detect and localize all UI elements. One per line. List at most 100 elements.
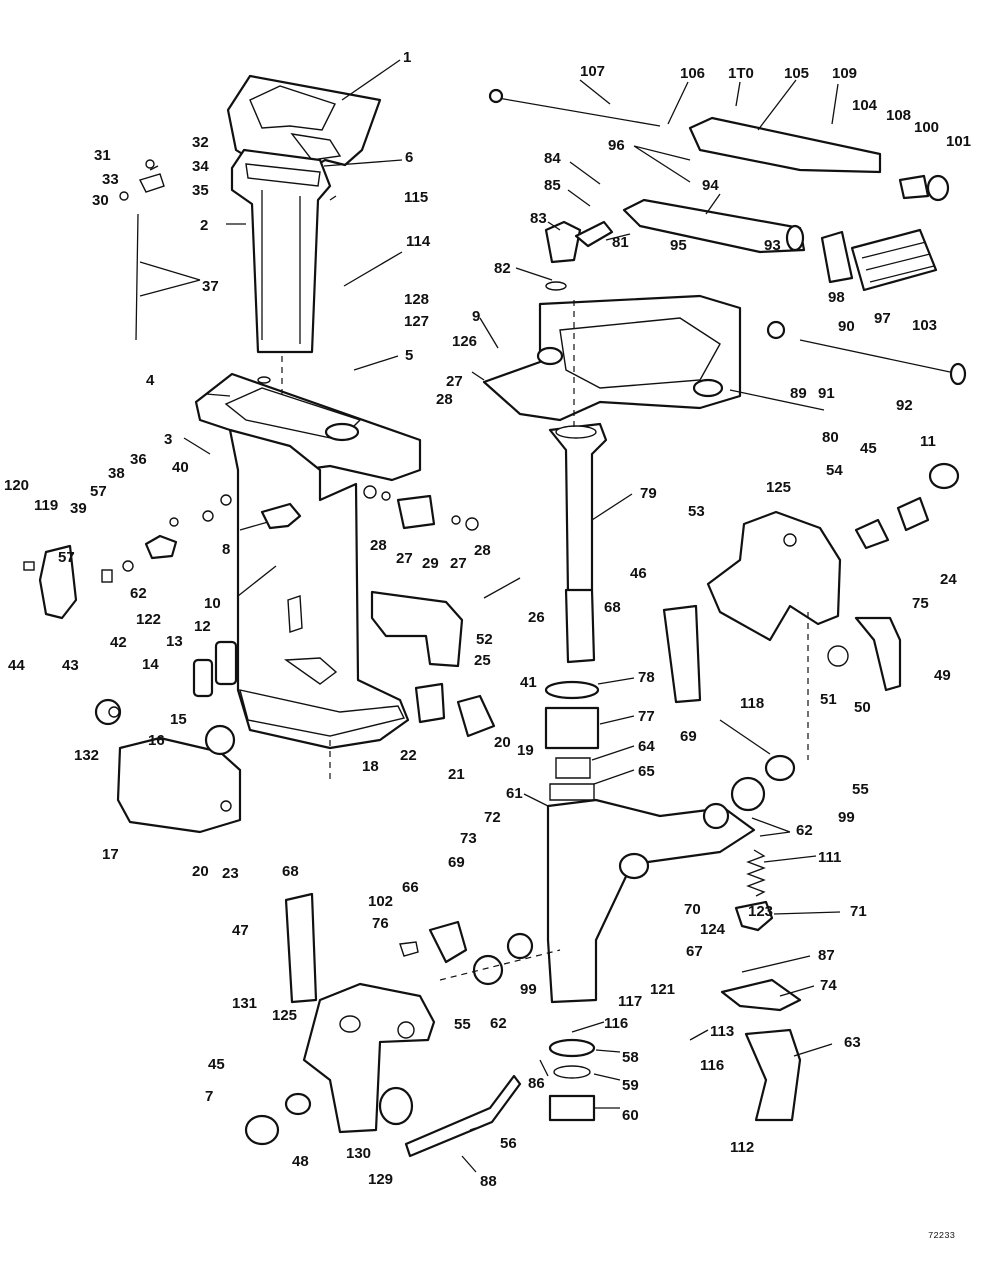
callout-62b: 62	[796, 822, 813, 839]
callout-8: 8	[222, 541, 230, 558]
callout-19: 19	[517, 742, 534, 759]
callout-32: 32	[192, 134, 209, 151]
callout-41: 41	[520, 674, 537, 691]
grip-end-cap	[898, 174, 950, 202]
callout-92: 92	[896, 397, 913, 414]
callout-99b: 99	[520, 981, 537, 998]
disc-130	[378, 1086, 414, 1126]
callout-5: 5	[405, 347, 413, 364]
callout-68a: 68	[604, 599, 621, 616]
callout-36: 36	[130, 451, 147, 468]
exhaust-tube	[230, 148, 332, 354]
thumb-screw-54	[854, 462, 960, 550]
callout-107: 107	[580, 63, 605, 80]
callout-57b: 57	[58, 549, 75, 566]
callout-108: 108	[886, 107, 911, 124]
steering-handle-105	[688, 116, 882, 174]
callout-85: 85	[544, 177, 561, 194]
callout-90: 90	[838, 318, 855, 335]
callout-28b: 28	[370, 537, 387, 554]
steering-arm-94	[622, 198, 806, 254]
callout-117: 117	[618, 993, 642, 1010]
callout-104: 104	[852, 97, 878, 114]
steering-tube	[548, 422, 608, 664]
callout-25: 25	[474, 652, 491, 669]
callout-56: 56	[500, 1135, 517, 1152]
shift-rod-92	[766, 320, 967, 386]
trail-lever-71	[734, 900, 774, 932]
callout-26: 26	[528, 609, 545, 626]
callout-122: 122	[136, 611, 161, 628]
callout-20a: 20	[494, 734, 511, 751]
swivel-bracket	[482, 294, 742, 422]
callout-109: 109	[832, 65, 857, 82]
callout-126: 126	[452, 333, 477, 350]
shift-lever-bracket	[23, 544, 113, 620]
water-tube-37	[119, 159, 165, 341]
callout-106: 106	[680, 65, 705, 82]
callout-34: 34	[192, 158, 209, 175]
callout-23: 23	[222, 865, 239, 882]
callout-64: 64	[638, 738, 655, 755]
callout-35: 35	[192, 182, 209, 199]
plate-22	[414, 682, 446, 724]
grommet-8	[260, 502, 302, 530]
callout-62a: 62	[130, 585, 147, 602]
callout-88: 88	[480, 1173, 497, 1190]
cover-25	[370, 590, 464, 668]
callout-124: 124	[700, 921, 726, 938]
callout-16: 16	[148, 732, 165, 749]
callout-13: 13	[166, 633, 183, 650]
callout-7: 7	[205, 1088, 213, 1105]
callout-53: 53	[688, 503, 705, 520]
callout-4: 4	[146, 372, 155, 389]
callout-101: 101	[946, 133, 971, 150]
callout-59: 59	[622, 1077, 639, 1094]
callout-120: 120	[4, 477, 29, 494]
callout-66: 66	[402, 879, 419, 896]
callout-128: 128	[404, 291, 429, 308]
callout-103: 103	[912, 317, 937, 334]
callout-1: 1	[403, 49, 411, 66]
clamp-bracket-53	[706, 510, 842, 642]
callout-72: 72	[484, 809, 501, 826]
exhaust-gasket	[226, 74, 382, 178]
tilt-lever-46	[662, 604, 702, 704]
callout-115: 115	[404, 189, 428, 206]
washer-55-left	[472, 932, 534, 986]
adapter-plate	[194, 372, 422, 482]
callout-22: 22	[400, 747, 417, 764]
callout-54: 54	[826, 462, 843, 479]
callout-55a: 55	[852, 781, 869, 798]
plate-21	[456, 694, 496, 738]
callout-63: 63	[844, 1034, 861, 1051]
callout-46: 46	[630, 565, 647, 582]
callout-24: 24	[940, 571, 957, 588]
pin-26	[483, 577, 521, 599]
callout-21: 21	[448, 766, 465, 783]
callout-52: 52	[476, 631, 493, 648]
callout-125b: 125	[272, 1007, 297, 1024]
callout-78: 78	[638, 669, 655, 686]
callout-50: 50	[854, 699, 871, 716]
callout-12: 12	[194, 618, 211, 635]
callout-97: 97	[874, 310, 891, 327]
callout-62c: 62	[490, 1015, 507, 1032]
callout-112: 112	[730, 1139, 754, 1156]
callout-98: 98	[828, 289, 845, 306]
callout-6: 6	[405, 149, 413, 166]
callout-69b: 69	[448, 854, 465, 871]
callout-67: 67	[686, 943, 703, 960]
thumb-screw-7	[244, 1092, 312, 1146]
callout-68b: 68	[282, 863, 299, 880]
callout-58: 58	[622, 1049, 639, 1066]
callout-91: 91	[818, 385, 835, 402]
callout-numbers: 1 2 3 4 5 6 7 8 9 10 11 12 13 14 15 16 1…	[4, 49, 971, 1190]
callout-42: 42	[110, 634, 127, 651]
callout-48: 48	[292, 1153, 309, 1170]
callout-82: 82	[494, 260, 511, 277]
callout-33: 33	[102, 171, 119, 188]
washer-55-right	[730, 754, 796, 812]
callout-131: 131	[232, 995, 257, 1012]
